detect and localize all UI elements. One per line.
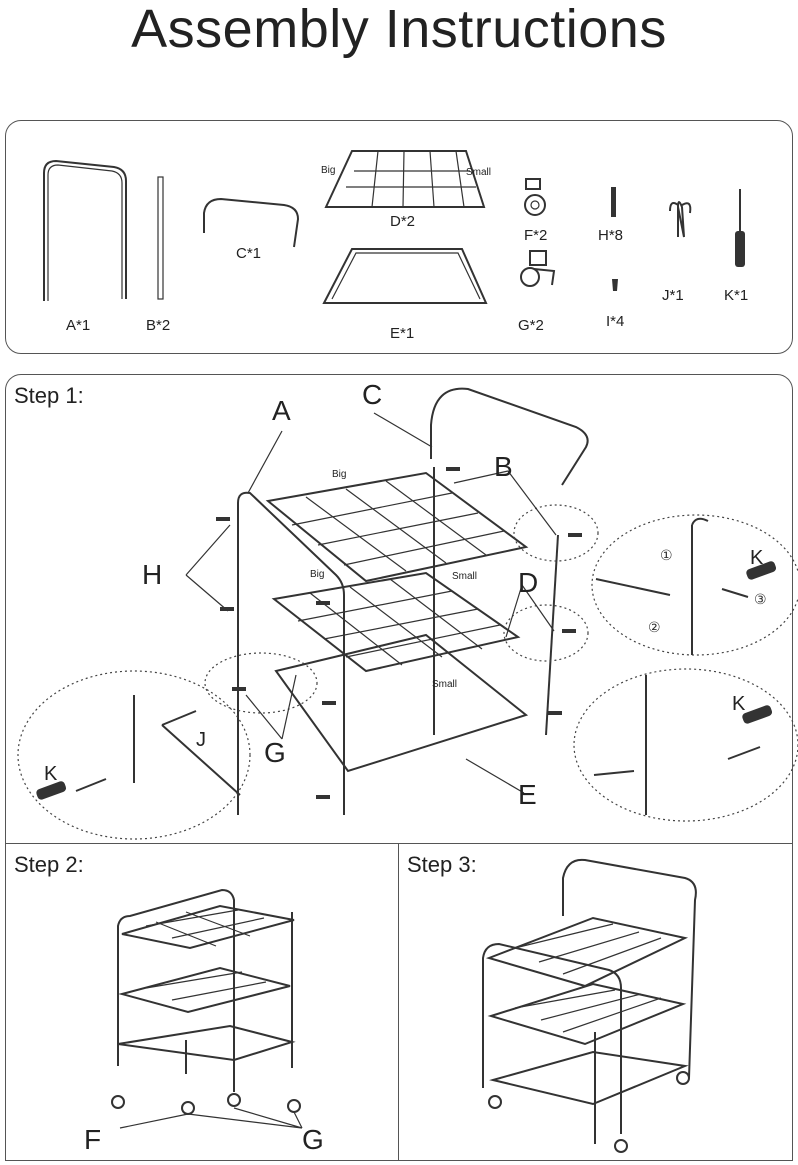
step-3-label: Step 3: — [407, 852, 477, 877]
step-1-panel: Step 1: — [5, 374, 798, 844]
part-b-label: B*2 — [146, 317, 171, 334]
middle-shelf-small-note: Small — [452, 571, 478, 582]
part-d-drawing — [324, 150, 486, 208]
detail-step-3: ③ — [754, 591, 767, 607]
part-b-drawing — [157, 176, 164, 300]
middle-shelf-big-note: Big — [310, 569, 325, 580]
callout-g: G — [302, 1124, 324, 1155]
callout-k-bottom-right: K — [732, 693, 746, 715]
callout-k-top-right: K — [750, 547, 764, 569]
part-f-drawing — [524, 178, 546, 216]
page-title: Assembly Instructions — [131, 0, 667, 59]
callout-d: D — [518, 567, 539, 598]
caster-icon — [111, 1093, 301, 1115]
part-h-drawing — [611, 187, 616, 217]
top-shelf-big-note: Big — [332, 469, 347, 480]
part-a-label: A*1 — [66, 317, 91, 334]
part-h-label: H*8 — [598, 227, 624, 244]
callout-a: A — [272, 395, 291, 426]
part-j-label: J*1 — [662, 287, 684, 304]
part-c-drawing — [203, 197, 300, 248]
part-e-drawing — [322, 248, 488, 304]
callout-k-left: K — [44, 763, 58, 785]
bottom-shelf-small-note: Small — [432, 679, 458, 690]
step-2-panel: Step 2: F G — [5, 843, 399, 1161]
part-e-label: E*1 — [390, 325, 415, 342]
step-1-label: Step 1: — [14, 383, 84, 408]
part-a-drawing — [43, 159, 127, 301]
callout-j: J — [196, 729, 206, 751]
step-2-diagram — [111, 888, 303, 1129]
callout-e: E — [518, 779, 537, 810]
part-f-label: F*2 — [524, 227, 548, 244]
step-3-diagram — [482, 858, 697, 1153]
part-c-label: C*1 — [236, 245, 262, 262]
step-1-diagram — [17, 387, 798, 840]
callout-b: B — [494, 451, 513, 482]
caster-icon — [488, 1071, 690, 1153]
part-g-drawing — [520, 250, 556, 287]
part-i-label: I*4 — [606, 313, 625, 330]
parts-illustration — [43, 150, 745, 304]
part-k-drawing — [735, 189, 745, 267]
part-d-big-note: Big — [321, 165, 336, 176]
screwdriver-icon — [36, 561, 777, 800]
part-g-label: G*2 — [518, 317, 544, 334]
callout-h: H — [142, 559, 163, 590]
callout-f: F — [84, 1124, 102, 1155]
part-i-drawing — [612, 279, 618, 291]
step-2-label: Step 2: — [14, 852, 84, 877]
detail-step-1: ① — [660, 547, 673, 563]
callout-c: C — [362, 379, 383, 410]
callout-g: G — [264, 737, 286, 768]
part-k-label: K*1 — [724, 287, 749, 304]
part-j-drawing — [669, 201, 692, 238]
step-3-panel: Step 3: — [398, 843, 793, 1161]
part-d-label: D*2 — [390, 213, 416, 230]
detail-step-2: ② — [648, 619, 661, 635]
parts-list-panel: A*1 B*2 C*1 Big Small D*2 E*1 F*2 G*2 H*… — [5, 120, 793, 354]
part-d-small-note: Small — [466, 167, 492, 178]
